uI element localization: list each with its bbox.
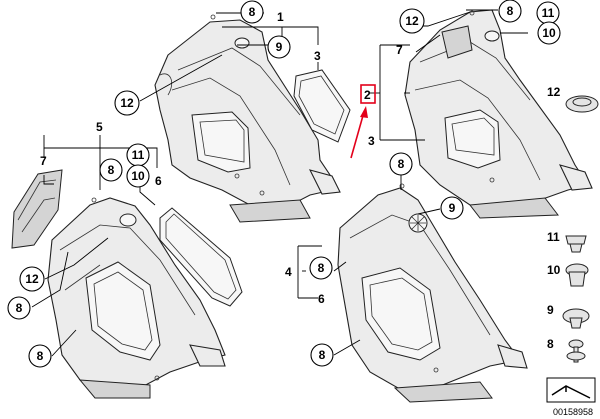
svg-text:11: 11 (542, 6, 555, 20)
trunk-trim-panel-middle (337, 183, 528, 403)
svg-text:11: 11 (132, 148, 145, 162)
callout-8-mid-bottom: 8 (310, 343, 334, 367)
push-clip-icon (565, 235, 587, 253)
callout-11-top-right: 11 (536, 1, 560, 25)
svg-text:8: 8 (398, 157, 405, 171)
reference-number: 00158958 (553, 407, 593, 417)
callout-12-left: 12 (19, 266, 45, 292)
svg-text:10: 10 (131, 169, 145, 183)
callout-10-top-right: 10 (537, 21, 561, 45)
label-part-6-left: 6 (155, 174, 162, 188)
callout-9-top: 9 (267, 35, 291, 59)
callout-8-top-right: 8 (498, 0, 522, 23)
svg-text:10: 10 (547, 263, 561, 277)
callout-8-left-lower: 8 (7, 296, 31, 320)
label-part-5: 5 (96, 120, 103, 134)
label-part-2: 2 (364, 88, 371, 102)
label-part-6-mid: 6 (318, 292, 325, 306)
svg-text:8: 8 (318, 261, 325, 275)
trunk-trim-panel-top-right (404, 9, 593, 219)
svg-text:9: 9 (547, 303, 554, 317)
label-part-1: 1 (277, 10, 284, 24)
callout-8-left-bottom: 8 (28, 344, 52, 368)
legend-item-12: 12 (547, 85, 599, 113)
svg-text:11: 11 (547, 230, 560, 244)
callout-8-left: 8 (99, 158, 123, 182)
screw-with-washer-icon (566, 339, 586, 363)
cap-plug-icon (562, 308, 590, 329)
callout-12-top-right: 12 (399, 8, 425, 34)
trunk-trim-panel-left (47, 197, 226, 399)
svg-text:8: 8 (16, 301, 23, 315)
callout-9-mid: 9 (440, 196, 464, 220)
highlight-arrow (350, 111, 365, 159)
callout-10-left: 10 (126, 164, 150, 188)
svg-text:12: 12 (25, 272, 39, 286)
svg-text:8: 8 (547, 337, 554, 351)
callout-8-top: 8 (240, 0, 264, 24)
legend-item-8: 8 (547, 337, 586, 363)
legend-item-11: 11 (547, 230, 587, 253)
label-part-3-right: 3 (368, 134, 375, 148)
callout-8-mid: 8 (309, 256, 333, 280)
label-part-7-right: 7 (396, 43, 403, 57)
svg-text:8: 8 (319, 348, 326, 362)
callout-11-left: 11 (126, 143, 150, 167)
clip-nut-icon (565, 95, 599, 113)
svg-text:9: 9 (276, 40, 283, 54)
svg-text:8: 8 (108, 163, 115, 177)
highlight-marker (350, 84, 376, 159)
label-part-4: 4 (285, 265, 292, 279)
label-part-7-left: 7 (40, 154, 47, 168)
svg-text:8: 8 (37, 349, 44, 363)
expanding-nut-icon (565, 263, 589, 287)
svg-text:8: 8 (507, 4, 514, 18)
svg-text:8: 8 (249, 5, 256, 19)
svg-text:10: 10 (542, 26, 556, 40)
svg-text:12: 12 (120, 96, 134, 110)
loose-panel-left (159, 207, 243, 307)
reference-icon-box (546, 377, 596, 403)
svg-text:9: 9 (449, 201, 456, 215)
bracket-left (11, 169, 63, 249)
label-part-3-top: 3 (314, 49, 321, 63)
callout-12-top: 12 (114, 90, 140, 116)
svg-text:12: 12 (405, 14, 419, 28)
legend-item-9: 9 (547, 303, 590, 329)
highlight-arrowhead (360, 106, 368, 118)
trunk-trim-panel-top-center (154, 14, 341, 223)
highlight-box (360, 84, 376, 104)
svg-text:12: 12 (547, 85, 561, 99)
legend-item-10: 10 (547, 263, 589, 287)
callout-8-mid-top: 8 (389, 152, 413, 176)
loose-panel-top (293, 69, 351, 143)
